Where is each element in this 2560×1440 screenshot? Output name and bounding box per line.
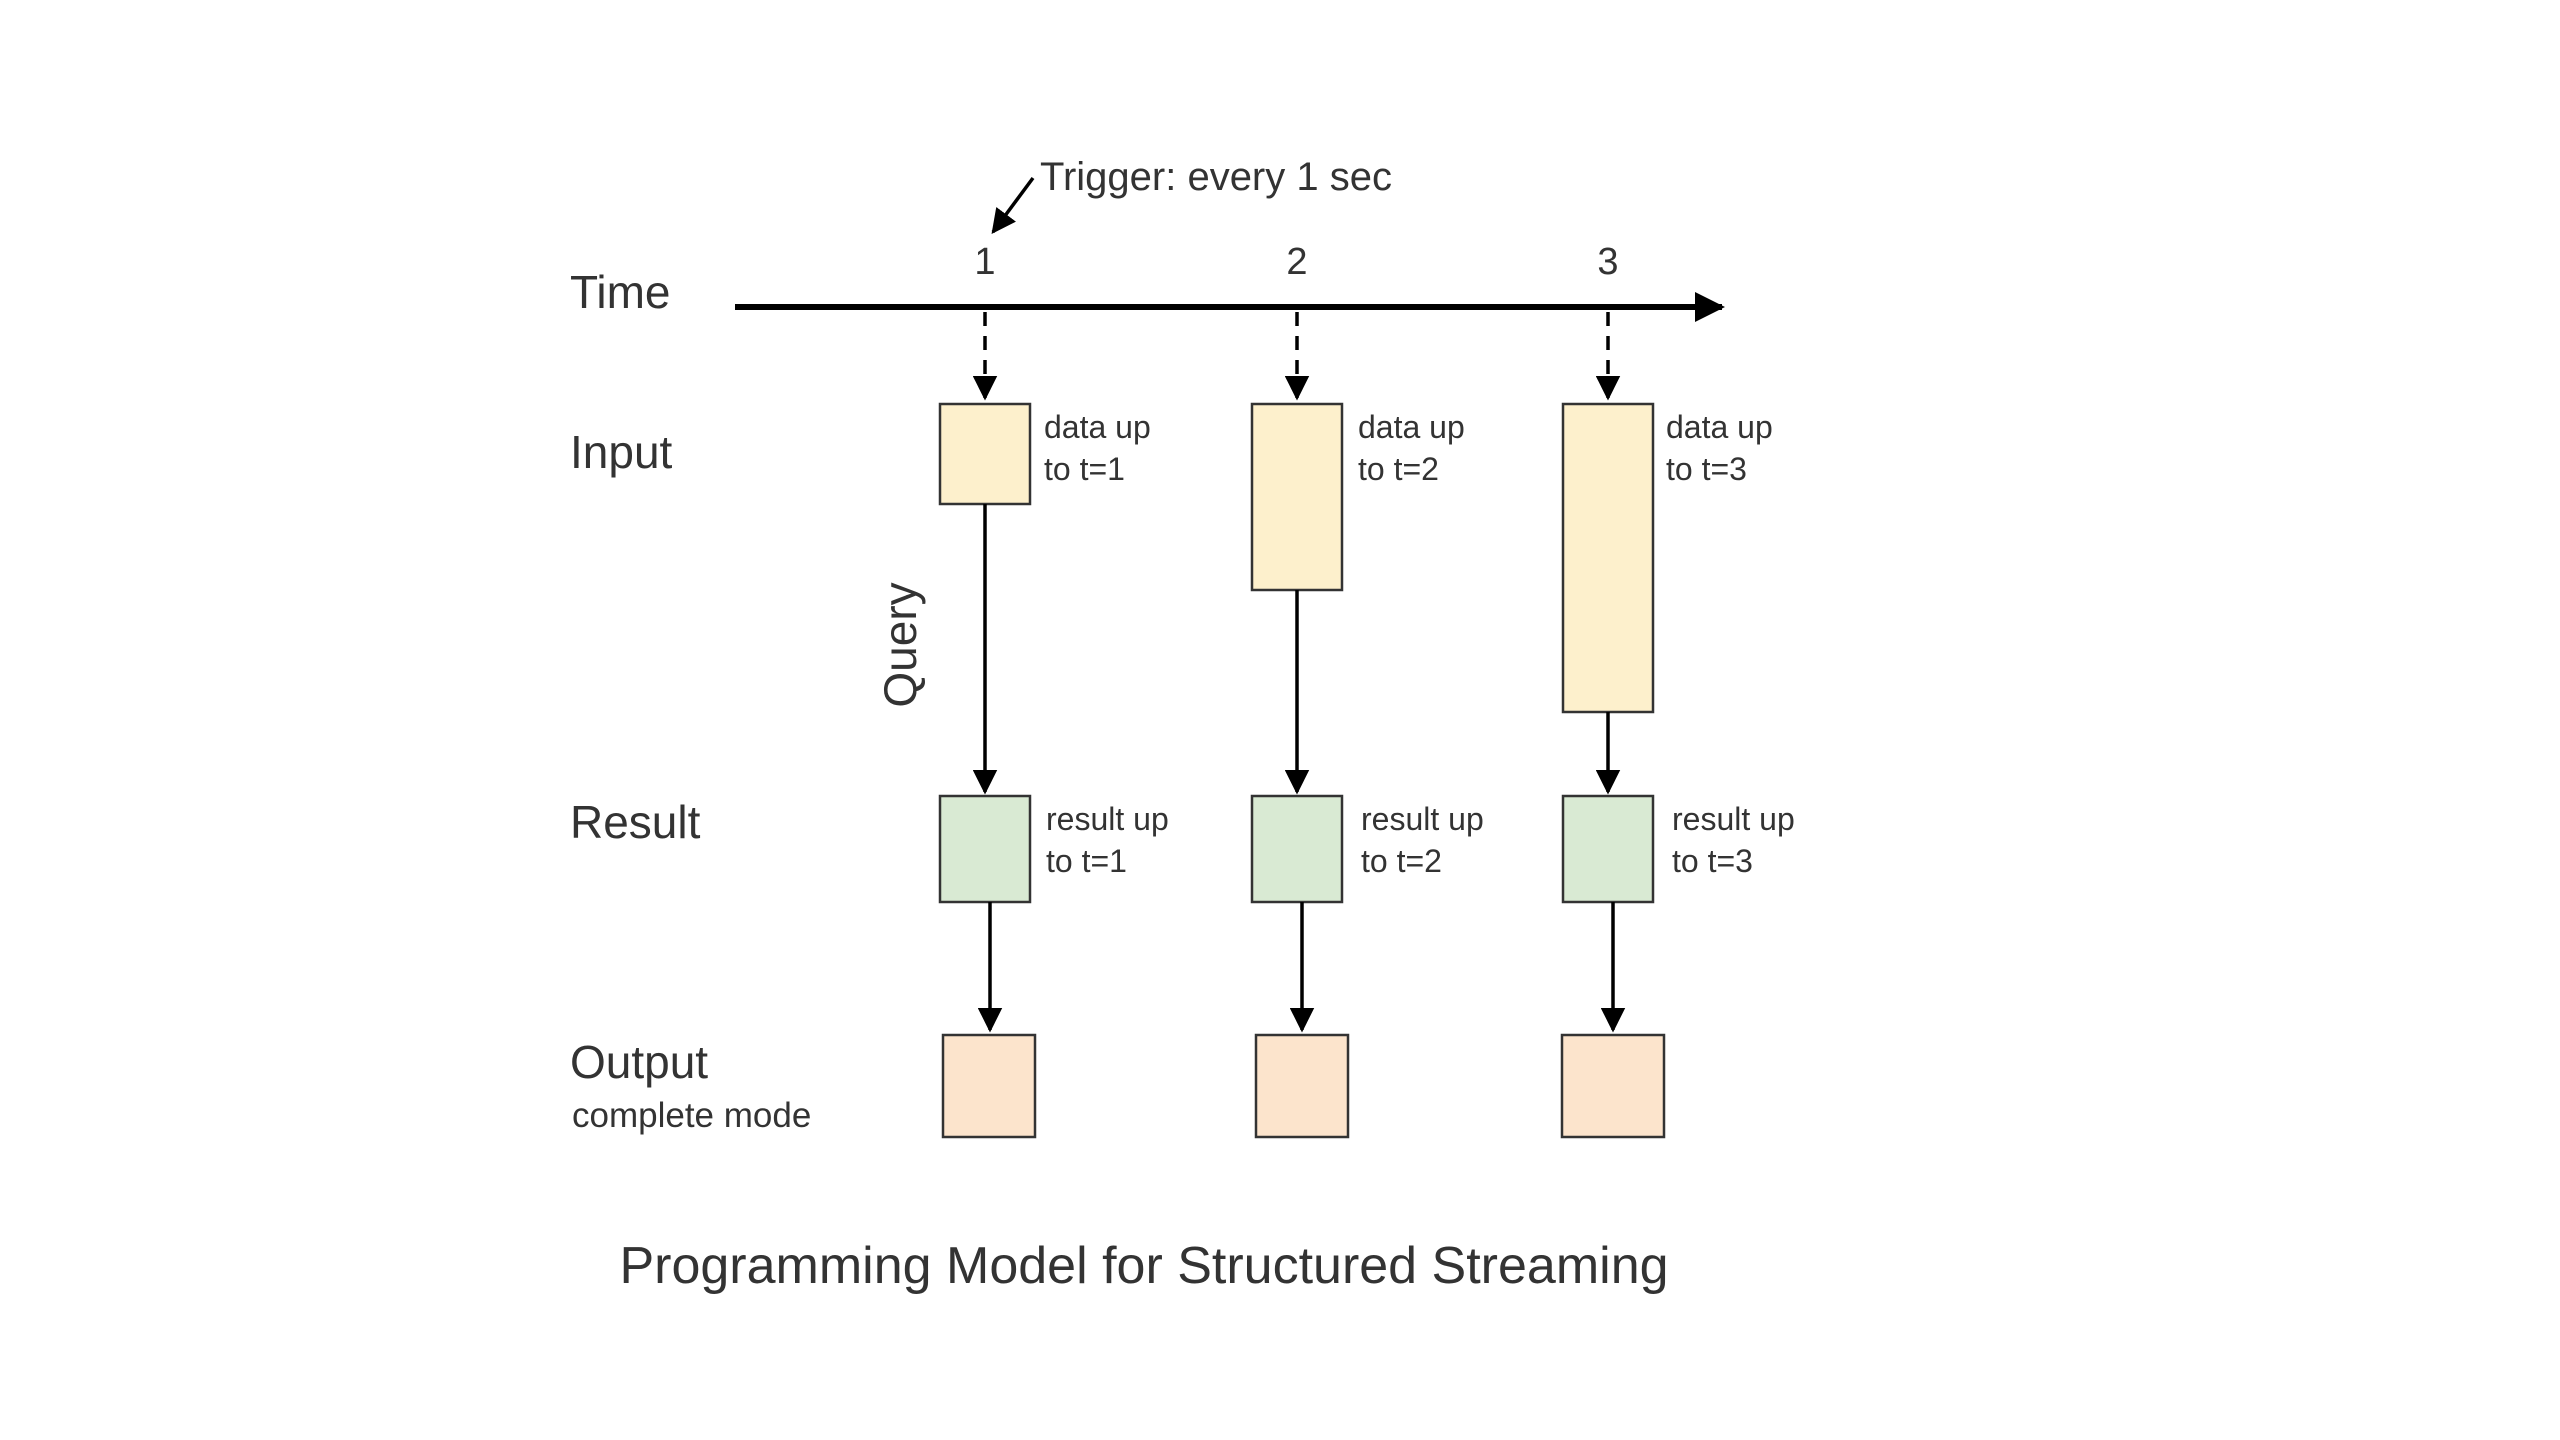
output-box-3 — [1560, 1033, 1666, 1139]
result-note-2-line1: result up — [1361, 801, 1484, 837]
input-box-2 — [1250, 402, 1344, 592]
trigger-label: Trigger: every 1 sec — [1040, 155, 1392, 199]
input-box-1 — [938, 402, 1032, 506]
query-label: Query — [874, 582, 926, 707]
result-note-2-line2: to t=2 — [1361, 843, 1442, 879]
output-label: Output — [570, 1036, 708, 1088]
trigger-arrow — [991, 176, 1035, 234]
diagram-caption: Programming Model for Structured Streami… — [619, 1237, 1668, 1295]
output-box-2 — [1254, 1033, 1350, 1139]
tick-label-2: 2 — [1286, 241, 1307, 283]
input-box-3 — [1561, 402, 1655, 714]
input-label: Input — [570, 426, 673, 478]
result-note-1-line2: to t=1 — [1046, 843, 1127, 879]
output-mode-label: complete mode — [572, 1096, 811, 1135]
tick-label-3: 3 — [1597, 241, 1618, 283]
result-note-1-line1: result up — [1046, 801, 1169, 837]
output-box-1 — [941, 1033, 1037, 1139]
result-note-3-line1: result up — [1672, 801, 1795, 837]
result-note-3-line2: to t=3 — [1672, 843, 1753, 879]
result-label: Result — [570, 796, 701, 848]
input-note-2-line2: to t=2 — [1358, 451, 1439, 487]
result-box-1 — [938, 794, 1032, 904]
time-label: Time — [570, 266, 671, 318]
input-note-1-line1: data up — [1044, 409, 1151, 445]
input-note-2-line1: data up — [1358, 409, 1465, 445]
result-box-2 — [1250, 794, 1344, 904]
input-note-3-line1: data up — [1666, 409, 1773, 445]
input-note-3-line2: to t=3 — [1666, 451, 1747, 487]
tick-label-1: 1 — [974, 241, 995, 283]
result-box-3 — [1561, 794, 1655, 904]
input-note-1-line2: to t=1 — [1044, 451, 1125, 487]
